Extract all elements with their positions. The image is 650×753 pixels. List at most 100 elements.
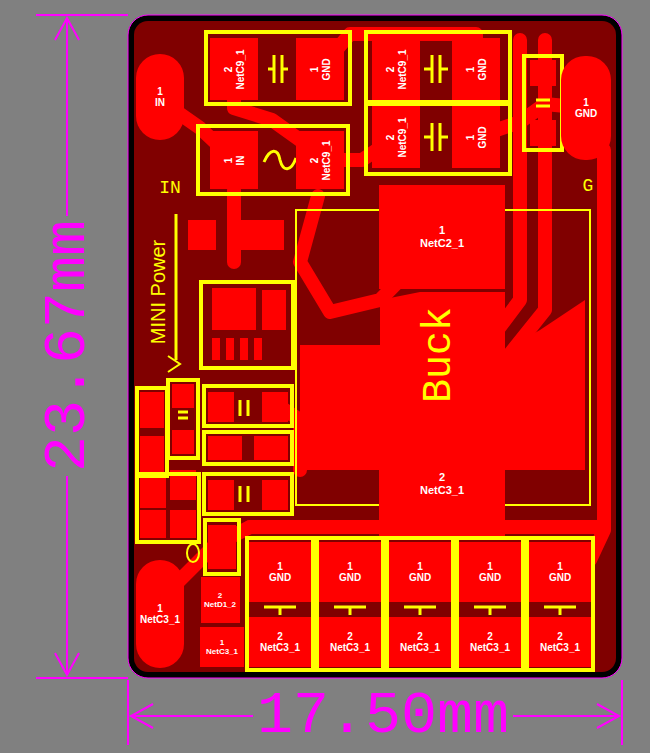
pad-text-group: 1GND (464, 126, 487, 148)
extension-line (621, 680, 623, 745)
copper-pad: 2NetD1_2 (201, 577, 240, 623)
copper-pad: 2NetC3_1 (529, 617, 591, 667)
pin-number: 1 (157, 603, 163, 615)
copper-pad: 1NetC3_1 (136, 560, 184, 668)
component-symbols (178, 55, 576, 615)
pad (262, 480, 288, 510)
arrowhead (55, 653, 79, 675)
inductor-outline (198, 126, 348, 194)
net-name: NetD1_2 (204, 600, 236, 609)
pin-number: 2 (557, 631, 563, 643)
net-name: GND (476, 58, 488, 80)
pin-number: 1 (464, 134, 476, 140)
extension-line (127, 680, 129, 745)
pad-text-group: 1NetC2_1 (420, 224, 464, 249)
pad-text-group: 2NetC9_1 (385, 117, 408, 157)
net-name: NetC9_1 (320, 140, 332, 180)
capacitor-outline (206, 32, 350, 104)
copper-pad: 1GND (529, 542, 591, 602)
net-name: NetC3_1 (420, 484, 464, 497)
dimension-lines (36, 15, 622, 745)
pin-number: 2 (385, 134, 397, 140)
resistor-outline (137, 474, 199, 542)
pin-number: 1 (583, 97, 589, 109)
pad-text-group: 1GND (464, 58, 487, 80)
pad-text-group: 2NetC9_1 (385, 49, 408, 89)
net-name: NetC3_1 (140, 614, 180, 626)
copper-pad: 2NetC3_1 (459, 617, 521, 667)
pad (530, 60, 556, 86)
copper-pad: 2NetC3_1 (379, 432, 505, 536)
net-name: NetC9_1 (234, 49, 246, 89)
copper-pad: 1GND (459, 542, 521, 602)
ic-outline (201, 282, 293, 368)
pad-text-group: 2NetC3_1 (400, 631, 440, 654)
net-name: GND (476, 126, 488, 148)
capacitor-outline (524, 56, 562, 150)
pad-text-group: 1GND (339, 561, 361, 584)
pad-text-group: 2NetC9_1 (223, 49, 246, 89)
dimension-text: 17.50mm (253, 686, 513, 746)
net-name: NetC3_1 (330, 642, 370, 654)
capacitor-symbol (240, 486, 248, 502)
net-name: GND (549, 572, 571, 584)
extension-line (36, 14, 128, 16)
pad-text-group: 1GND (575, 97, 597, 120)
pad-text-group: 2NetC3_1 (540, 631, 580, 654)
net-name: GND (409, 572, 431, 584)
copper-pad: 2NetC9_1 (372, 38, 420, 100)
net-name: NetC3_1 (400, 642, 440, 654)
pad-text-group: 1GND (269, 561, 291, 584)
pad-text-group: 1IN (223, 155, 246, 165)
net-name: NetC3_1 (260, 642, 300, 654)
pad-text-group: 2NetC3_1 (260, 631, 300, 654)
pad (140, 392, 164, 428)
traces (160, 34, 604, 600)
pad (208, 480, 234, 510)
copper-pad: 1NetC2_1 (379, 185, 505, 289)
net-name: IN (234, 155, 246, 165)
pad (208, 525, 236, 569)
pad (140, 436, 164, 472)
pad-text-group: 1NetC3_1 (140, 603, 180, 626)
capacitor-outline (366, 102, 510, 174)
pad (140, 478, 166, 508)
silk-label: IN (159, 179, 181, 197)
pin-number: 2 (439, 471, 445, 484)
pad (188, 220, 216, 250)
silkscreen (137, 32, 593, 670)
ic-pad (212, 288, 256, 330)
copper-pad: 1NetC3_1 (200, 627, 244, 667)
pad-text-group: 1GND (549, 561, 571, 584)
pad-text-group: 1GND (308, 58, 331, 80)
extension-line (36, 677, 128, 679)
copper-pad: 2NetC9_1 (372, 106, 420, 168)
pad-text-group: 1NetC3_1 (206, 638, 238, 656)
pin-number: 1 (277, 561, 283, 573)
board-outline (128, 15, 622, 678)
inductor-symbol (264, 151, 296, 169)
arrowhead (597, 704, 619, 728)
capacitor-symbol (424, 55, 448, 83)
ic-pin (254, 338, 262, 360)
silk-label: G (583, 177, 594, 195)
pin-number: 1 (417, 561, 423, 573)
capacitor-symbol (536, 100, 550, 106)
arrowhead (55, 18, 79, 40)
pad (208, 436, 242, 460)
pad-text-group: 2NetC3_1 (420, 471, 464, 496)
net-name: IN (155, 97, 165, 109)
pin-number: 1 (308, 66, 320, 72)
pad (172, 384, 194, 408)
pin-number: 1 (157, 86, 163, 98)
pad-text-group: 2NetC9_1 (309, 140, 332, 180)
net-name: NetC3_1 (540, 642, 580, 654)
net-name: NetC3_1 (206, 647, 238, 656)
pad (262, 392, 288, 422)
pin-number: 2 (277, 631, 283, 643)
pad (172, 430, 194, 454)
diode-outline (205, 520, 239, 574)
capacitor-symbol (178, 412, 188, 418)
capacitor-outline (247, 538, 313, 670)
pad-text-group: 1IN (155, 86, 165, 109)
